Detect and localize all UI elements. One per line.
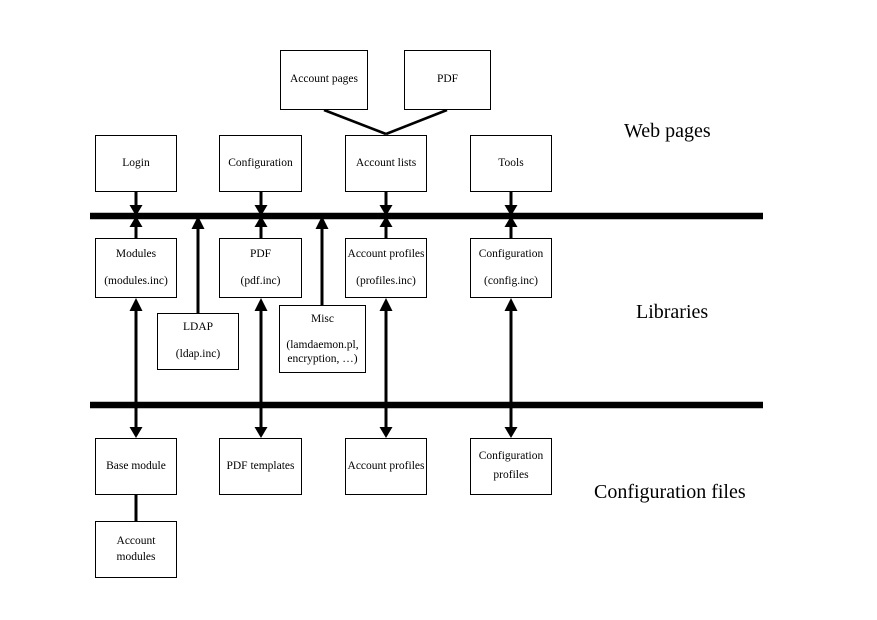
node-account-profiles-lib[interactable]: Account profiles (profiles.inc) — [345, 238, 427, 298]
connector-misc-to-bus — [315, 216, 329, 305]
connector-bus-to-base-module — [129, 405, 143, 438]
node-label: LDAP — [182, 321, 214, 334]
zone-label-configuration-files: Configuration files — [594, 481, 746, 503]
node-sublabel: (profiles.inc) — [356, 274, 416, 287]
connector-tools-to-bus — [504, 192, 518, 216]
node-label: PDF templates — [226, 459, 295, 472]
node-label: Account profiles — [347, 459, 425, 472]
node-sublabel: (ldap.inc) — [175, 348, 221, 360]
node-tools[interactable]: Tools — [470, 135, 552, 192]
connector-bus-to-configuration-profiles — [504, 405, 518, 438]
node-label: PDF — [249, 247, 272, 260]
node-sublabel: (modules.inc) — [104, 274, 168, 287]
node-label: Misc — [311, 313, 334, 325]
node-sublabel: (config.inc) — [484, 274, 538, 287]
connector-configuration-lib-to-bus — [504, 216, 518, 238]
node-label: Configuration — [478, 450, 544, 463]
node-label: Account lists — [355, 156, 417, 169]
node-pdf-lib[interactable]: PDF (pdf.inc) — [219, 238, 302, 298]
connector-modules-to-bus — [129, 216, 143, 238]
connector-bus-to-account-profiles-lib — [379, 298, 393, 405]
node-sublabel: (lamdaemon.pl, encryption, …) — [286, 338, 359, 365]
zone-label-web-pages: Web pages — [624, 120, 711, 142]
connector-account-profiles-lib-to-bus — [379, 216, 393, 238]
node-label: Account profiles — [347, 247, 425, 260]
connector-pdf-lib-to-bus — [254, 216, 268, 238]
node-pdf-templates[interactable]: PDF templates — [219, 438, 302, 495]
node-account-pages[interactable]: Account pages — [280, 50, 368, 110]
node-label: Configuration — [228, 156, 293, 169]
node-label: Base module — [106, 459, 166, 472]
node-label: Modules — [115, 247, 157, 260]
node-login[interactable]: Login — [95, 135, 177, 192]
node-label: Account modules — [116, 534, 156, 563]
node-label: Login — [122, 156, 150, 169]
node-account-profiles-file[interactable]: Account profiles — [345, 438, 427, 495]
node-configuration-web[interactable]: Configuration — [219, 135, 302, 192]
connector-bus-to-modules — [129, 298, 143, 405]
node-account-modules[interactable]: Account modules — [95, 521, 177, 578]
node-configuration-lib[interactable]: Configuration (config.inc) — [470, 238, 552, 298]
node-sublabel: profiles — [493, 469, 529, 481]
node-account-lists[interactable]: Account lists — [345, 135, 427, 192]
connector-ldap-to-bus — [191, 216, 205, 313]
connector-bus-to-configuration-lib — [504, 298, 518, 405]
node-label: Account pages — [289, 73, 359, 86]
node-base-module[interactable]: Base module — [95, 438, 177, 495]
node-ldap-lib[interactable]: LDAP (ldap.inc) — [157, 313, 239, 370]
zone-label-libraries: Libraries — [636, 301, 709, 323]
node-sublabel: (pdf.inc) — [240, 274, 281, 287]
node-modules-lib[interactable]: Modules (modules.inc) — [95, 238, 177, 298]
node-misc-lib[interactable]: Misc (lamdaemon.pl, encryption, …) — [279, 305, 366, 373]
node-label: Tools — [498, 156, 524, 169]
node-label: Configuration — [478, 247, 544, 260]
connector-bus-to-account-profiles-file — [379, 405, 393, 438]
connector-bus-to-pdf-lib — [254, 298, 268, 405]
connector-bus-to-pdf-templates — [254, 405, 268, 438]
node-configuration-profiles[interactable]: Configuration profiles — [470, 438, 552, 495]
connector-configuration-to-bus — [254, 192, 268, 216]
node-label: PDF — [436, 73, 459, 86]
funnel-connector-account-lists — [323, 108, 448, 136]
connector-account-lists-to-bus — [379, 192, 393, 216]
connector-login-to-bus — [129, 192, 143, 216]
node-pdf-top[interactable]: PDF — [404, 50, 491, 110]
